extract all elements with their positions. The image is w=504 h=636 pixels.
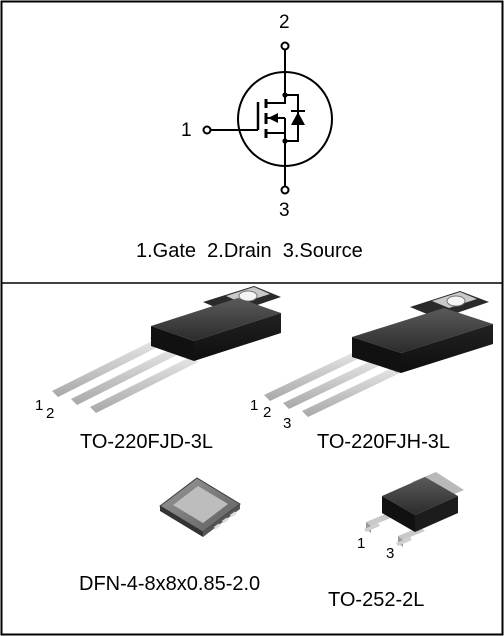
to252-body-top: [382, 477, 458, 515]
source-terminal: [280, 185, 290, 195]
to252-lead-1: [366, 513, 393, 526]
to220fjh-body-top: [352, 308, 493, 353]
to220fjd-lead-1: [52, 340, 160, 397]
body-arrow: [268, 113, 278, 123]
to220fjh-lead-3: [302, 367, 400, 417]
dfn-name: DFN-4-8x8x0.85-2.0: [79, 573, 261, 595]
pin-legend: 1.Gate 2.Drain 3.Source: [136, 240, 363, 262]
to220fjd-name: TO-220FJD-3L: [80, 431, 214, 453]
to252-body-side: [415, 496, 458, 532]
to252-pin1-label: 1: [357, 535, 366, 552]
dfn-package: [159, 477, 241, 537]
mosfet-symbol: [202, 41, 333, 195]
to220fjh-package: [264, 291, 493, 417]
dfn-pad: [173, 486, 228, 523]
to220fjh-lead-1: [264, 351, 362, 401]
to220fjd-lead-2: [71, 348, 179, 405]
to220fjd-body-top: [151, 298, 281, 341]
symbol-pin-source-label: 3: [279, 200, 290, 221]
gate-terminal: [202, 125, 212, 135]
symbol-pin-gate-label: 1: [181, 120, 192, 141]
to220fjd-pin2-label: 2: [46, 405, 55, 422]
to220fjh-body-side: [401, 324, 493, 373]
to220fjh-body-front: [352, 337, 401, 373]
to252-name: TO-252-2L: [328, 589, 425, 611]
to252-body-front: [382, 496, 415, 532]
to220fjh-pin1-label: 1: [250, 397, 259, 414]
diode-triangle: [291, 112, 305, 125]
to220fjh-name: TO-220FJH-3L: [317, 431, 451, 453]
symbol-pin-drain-label: 2: [279, 12, 290, 33]
to220fjh-pin3-label: 3: [283, 415, 292, 432]
to220fjd-pin1-label: 1: [35, 397, 44, 414]
to252-pin3-label: 3: [386, 545, 395, 562]
to220fjh-pin2-label: 2: [263, 404, 272, 421]
to220fjd-package: [52, 286, 281, 413]
to220fjd-body-side: [194, 313, 281, 361]
to220fjd-lead-3: [90, 356, 198, 413]
to220fjd-body-front: [151, 326, 194, 361]
to220fjh-lead-2: [283, 359, 381, 409]
to252-package: [364, 472, 464, 547]
drain-terminal: [280, 41, 290, 51]
